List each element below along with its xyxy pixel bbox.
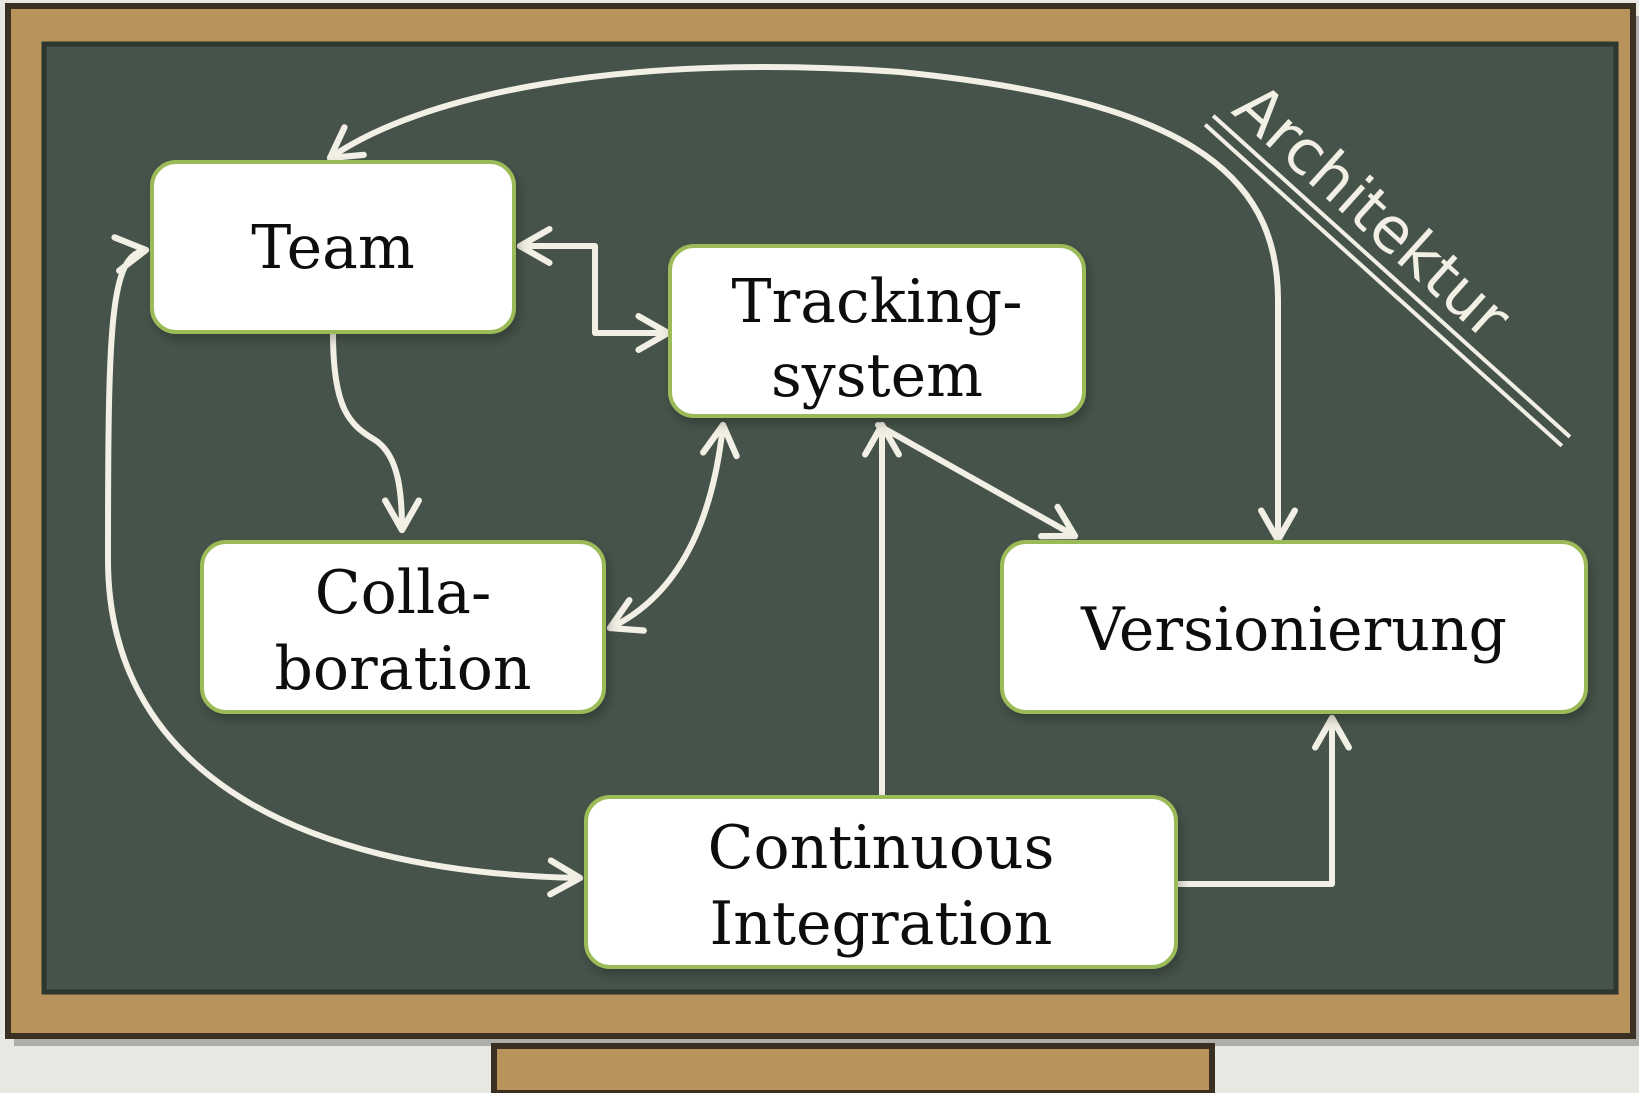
node-team[interactable]: Team <box>150 160 516 334</box>
node-collaboration[interactable]: Colla- boration <box>200 540 606 714</box>
arrow-tracking-versionierung <box>875 422 1079 540</box>
node-trackingsystem-line2: system <box>771 341 983 411</box>
arrows <box>105 64 1352 898</box>
chalk-ledge <box>491 1043 1215 1093</box>
node-collaboration-line1: Colla- <box>315 558 491 628</box>
arrow-collaboration-tracking <box>606 421 740 634</box>
arrow-team-ci-left <box>105 234 584 898</box>
arrow-ci-versionierung <box>1175 714 1352 887</box>
node-continuous-integration[interactable]: Continuous Integration <box>584 795 1178 969</box>
node-versionierung-label: Versionierung <box>1080 595 1507 665</box>
arrow-versionierung-team-top <box>326 64 1298 544</box>
architektur-underline-1 <box>1211 114 1572 439</box>
node-ci-line1: Continuous <box>708 813 1055 883</box>
node-team-label: Team <box>251 213 415 283</box>
architektur-underline-2 <box>1203 123 1564 448</box>
node-versionierung[interactable]: Versionierung <box>1000 540 1588 714</box>
node-trackingsystem[interactable]: Tracking- system <box>668 244 1086 418</box>
node-ci-line2: Integration <box>710 889 1053 959</box>
node-collaboration-line2: boration <box>274 634 531 704</box>
node-trackingsystem-line1: Tracking- <box>732 267 1023 337</box>
